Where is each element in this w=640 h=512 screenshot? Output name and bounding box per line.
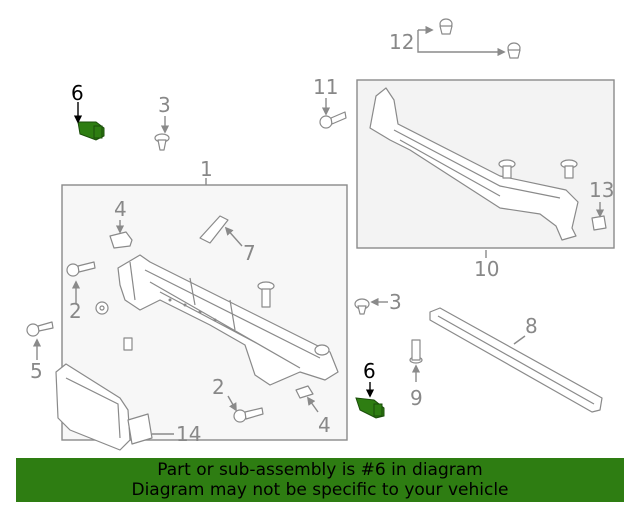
cross-member-part-10 (369, 87, 579, 241)
callout-2-lower: 2 (212, 375, 225, 399)
callout-12: 12 (389, 30, 414, 54)
screw-part-3-right (354, 298, 370, 315)
bolt-part-2-upper (66, 261, 96, 277)
callout-13: 13 (589, 178, 614, 202)
clip-part-6-top (77, 121, 105, 141)
callout-4-upper: 4 (114, 197, 127, 221)
clip-part-4-lower (295, 385, 314, 399)
callout-1: 1 (200, 157, 213, 181)
clip-part-6-bottom (355, 397, 385, 419)
notice-banner: Part or sub-assembly is #6 in diagram Di… (16, 458, 624, 502)
bolt-part-9 (409, 339, 423, 364)
bolt-part-2-lower (233, 407, 264, 423)
bracket-part-7 (199, 215, 229, 244)
callout-3-right: 3 (389, 290, 402, 314)
clip-part-13 (591, 215, 607, 231)
callout-9: 9 (410, 386, 423, 410)
bolt-inside-frame (257, 281, 275, 308)
screw-part-5 (26, 321, 54, 337)
callout-2-upper: 2 (69, 299, 82, 323)
callout-5: 5 (30, 359, 43, 383)
trim-strip-part-8 (429, 307, 603, 413)
callout-10: 10 (474, 257, 499, 281)
screw-part-3-top (154, 133, 170, 151)
small-clip-inside-frame (123, 337, 133, 351)
support-bracket-part-1 (117, 254, 339, 386)
screw-part-11 (319, 111, 347, 129)
clip-part-12 (439, 18, 521, 59)
callout-6-bottom: 6 (363, 359, 376, 383)
callout-14: 14 (176, 422, 201, 446)
callout-4-lower: 4 (318, 413, 331, 437)
notice-line-2: Diagram may not be specific to your vehi… (131, 480, 509, 500)
callout-3-top: 3 (158, 93, 171, 117)
sensor-part-14 (55, 363, 153, 451)
nut-inside-frame (95, 301, 109, 315)
leader-lines (32, 25, 605, 435)
callout-11: 11 (313, 75, 338, 99)
bolt-near-bracket (314, 344, 330, 356)
callout-7: 7 (243, 241, 256, 265)
notice-line-1: Part or sub-assembly is #6 in diagram (157, 460, 483, 480)
callout-6-top: 6 (71, 81, 84, 105)
callout-8: 8 (525, 314, 538, 338)
